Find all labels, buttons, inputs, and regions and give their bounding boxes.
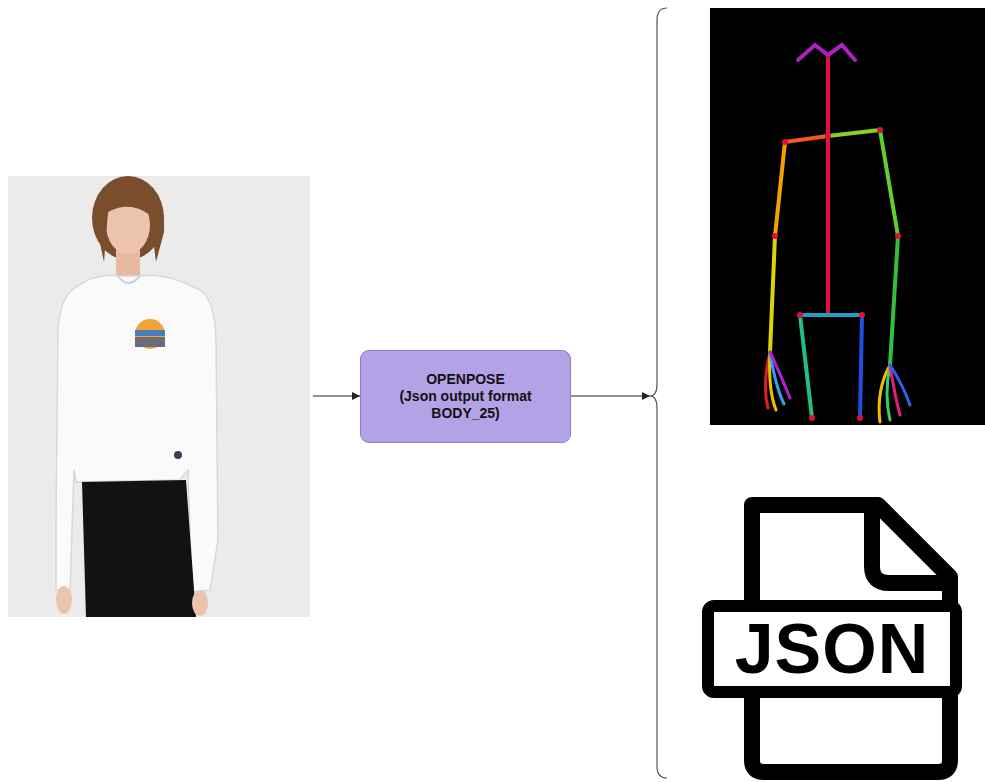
flow-arrow [313, 395, 360, 396]
skeleton-image [710, 8, 985, 425]
person-photo [8, 176, 310, 617]
node-text: JSON [735, 611, 930, 687]
brace [650, 8, 667, 778]
node-text: OPENPOSE [426, 371, 505, 388]
process-box: OPENPOSE(Json output format BODY_25) [360, 350, 571, 443]
node-text: (Json output format BODY_25) [371, 388, 560, 422]
file-label: JSON [714, 609, 950, 689]
flow-arrow [571, 395, 650, 396]
file-icon [708, 505, 956, 772]
